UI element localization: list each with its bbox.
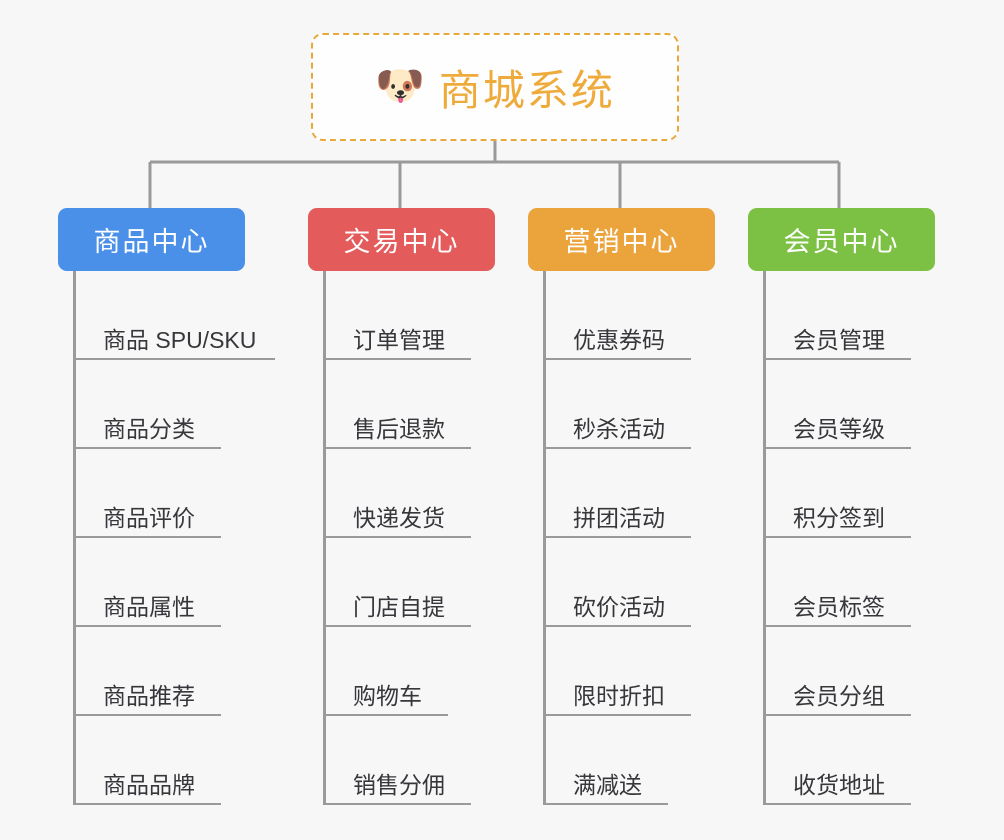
branch-header-trade-center[interactable]: 交易中心 <box>308 208 495 271</box>
leaf-label: 商品 SPU/SKU <box>103 326 257 353</box>
leaf-item[interactable]: 购物车 <box>323 627 459 716</box>
leaf-underline <box>543 358 691 360</box>
leaf-underline <box>73 358 275 360</box>
branch-label: 会员中心 <box>783 227 900 257</box>
leaf-underline <box>763 536 911 538</box>
leaf-label: 优惠券码 <box>573 326 665 353</box>
leaf-label: 积分签到 <box>793 504 885 531</box>
leaf-label: 快递发货 <box>353 504 445 531</box>
leaf-item[interactable]: 销售分佣 <box>323 716 471 805</box>
leaf-underline <box>73 714 221 716</box>
leaf-item[interactable]: 商品推荐 <box>73 627 270 716</box>
leaf-underline <box>73 536 221 538</box>
leaf-list-trade-center: 订单管理 售后退款 快递发货 门店自提 购物车 销售分佣 <box>323 271 471 805</box>
leaf-underline <box>763 358 911 360</box>
leaf-label: 满减送 <box>573 771 642 798</box>
leaf-item[interactable]: 会员管理 <box>763 271 911 360</box>
leaf-item[interactable]: 优惠券码 <box>543 271 691 360</box>
leaf-label: 商品品牌 <box>103 771 195 798</box>
branch-spine-marketing-center <box>543 271 546 805</box>
leaf-label: 会员管理 <box>793 326 885 353</box>
leaf-label: 会员等级 <box>793 415 885 442</box>
leaf-list-product-center: 商品 SPU/SKU 商品分类 商品评价 商品属性 商品推荐 商品品牌 <box>73 271 275 805</box>
leaf-underline <box>543 625 691 627</box>
leaf-label: 会员分组 <box>793 682 885 709</box>
leaf-item[interactable]: 订单管理 <box>323 271 471 360</box>
leaf-label: 订单管理 <box>353 326 445 353</box>
leaf-item[interactable]: 满减送 <box>543 716 679 805</box>
branch-label: 营销中心 <box>563 227 680 257</box>
leaf-list-member-center: 会员管理 会员等级 积分签到 会员标签 会员分组 收货地址 <box>763 271 911 805</box>
leaf-underline <box>73 803 221 805</box>
leaf-underline <box>73 625 221 627</box>
root-title: 商城系统 <box>438 66 615 114</box>
leaf-underline <box>73 447 221 449</box>
leaf-label: 销售分佣 <box>353 771 445 798</box>
leaf-item[interactable]: 商品分类 <box>73 360 270 449</box>
leaf-underline <box>323 536 471 538</box>
leaf-label: 购物车 <box>353 682 422 709</box>
leaf-underline <box>763 447 911 449</box>
branch-spine-product-center <box>73 271 76 805</box>
leaf-item[interactable]: 积分签到 <box>763 449 911 538</box>
leaf-item[interactable]: 会员分组 <box>763 627 911 716</box>
leaf-label: 秒杀活动 <box>573 415 665 442</box>
leaf-label: 售后退款 <box>353 415 445 442</box>
leaf-item[interactable]: 秒杀活动 <box>543 360 691 449</box>
leaf-item[interactable]: 会员等级 <box>763 360 911 449</box>
leaf-item[interactable]: 商品评价 <box>73 449 270 538</box>
branch-header-member-center[interactable]: 会员中心 <box>748 208 935 271</box>
leaf-label: 收货地址 <box>793 771 885 798</box>
branch-spine-trade-center <box>323 271 326 805</box>
leaf-item[interactable]: 拼团活动 <box>543 449 691 538</box>
leaf-label: 商品推荐 <box>103 682 195 709</box>
leaf-underline <box>323 625 471 627</box>
leaf-label: 商品评价 <box>103 504 195 531</box>
leaf-underline <box>763 803 911 805</box>
leaf-underline <box>543 803 668 805</box>
branch-label: 商品中心 <box>93 227 210 257</box>
root-node[interactable]: 🐶 商城系统 <box>311 33 679 141</box>
leaf-label: 门店自提 <box>353 593 445 620</box>
branch-label: 交易中心 <box>343 227 460 257</box>
branch-spine-member-center <box>763 271 766 805</box>
leaf-underline <box>543 536 691 538</box>
leaf-underline <box>543 714 691 716</box>
branch-header-marketing-center[interactable]: 营销中心 <box>528 208 715 271</box>
dog-face-icon: 🐶 <box>375 64 425 108</box>
leaf-label: 限时折扣 <box>573 682 665 709</box>
leaf-label: 会员标签 <box>793 593 885 620</box>
leaf-underline <box>323 803 471 805</box>
leaf-label: 拼团活动 <box>573 504 665 531</box>
leaf-underline <box>323 358 471 360</box>
leaf-item[interactable]: 限时折扣 <box>543 627 691 716</box>
leaf-item[interactable]: 商品属性 <box>73 538 270 627</box>
leaf-item[interactable]: 会员标签 <box>763 538 911 627</box>
leaf-item[interactable]: 商品品牌 <box>73 716 270 805</box>
leaf-item[interactable]: 砍价活动 <box>543 538 691 627</box>
leaf-item[interactable]: 售后退款 <box>323 360 471 449</box>
branch-header-product-center[interactable]: 商品中心 <box>58 208 245 271</box>
leaf-label: 砍价活动 <box>573 593 665 620</box>
leaf-underline <box>323 714 448 716</box>
leaf-item[interactable]: 收货地址 <box>763 716 911 805</box>
leaf-label: 商品分类 <box>103 415 195 442</box>
leaf-underline <box>763 625 911 627</box>
leaf-underline <box>763 714 911 716</box>
leaf-underline <box>323 447 471 449</box>
leaf-item[interactable]: 商品 SPU/SKU <box>73 271 275 360</box>
leaf-label: 商品属性 <box>103 593 195 620</box>
leaf-list-marketing-center: 优惠券码 秒杀活动 拼团活动 砍价活动 限时折扣 满减送 <box>543 271 691 805</box>
leaf-underline <box>543 447 691 449</box>
leaf-item[interactable]: 门店自提 <box>323 538 471 627</box>
leaf-item[interactable]: 快递发货 <box>323 449 471 538</box>
